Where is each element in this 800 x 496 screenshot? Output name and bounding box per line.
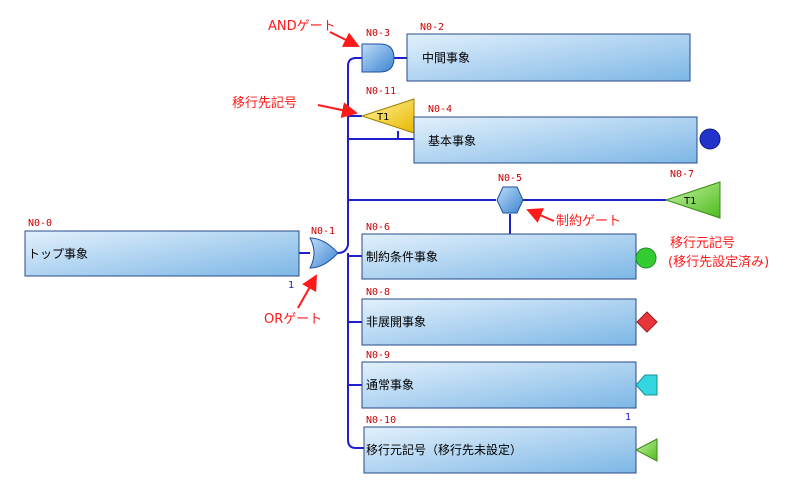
constraint-gate-icon[interactable] <box>496 186 524 214</box>
transfer-source[interactable]: N0-7 T1 <box>664 169 721 219</box>
transfer-unset-triangle-icon <box>634 438 658 462</box>
undeveloped-diamond-icon <box>636 311 658 333</box>
annotation-transfer-dest-arrow <box>317 102 358 118</box>
top-event-id: N0-0 <box>28 218 52 229</box>
normal-event-id: N0-9 <box>366 350 390 361</box>
or-gate-id: N0-1 <box>311 226 335 237</box>
or-gate[interactable]: N0-1 1 <box>288 226 339 291</box>
transfer-dest-label: T1 <box>376 112 389 123</box>
top-event-label: トップ事象 <box>28 247 88 261</box>
basic-event-id: N0-4 <box>428 104 452 115</box>
constraint-event[interactable]: N0-6 制約条件事象 <box>361 222 657 280</box>
transfer-unset-event[interactable]: N0-10 移行元記号（移行先未設定） <box>363 415 658 474</box>
transfer-unset-box[interactable] <box>363 426 637 474</box>
connector-lines <box>299 57 666 449</box>
transfer-dest-id: N0-11 <box>366 86 396 97</box>
transfer-source-icon[interactable] <box>664 181 721 219</box>
transfer-unset-label: 移行元記号（移行先未設定） <box>366 442 522 457</box>
annotation-or-gate-arrow <box>297 274 317 309</box>
annotation-transfer-dest: 移行先記号 <box>232 95 297 111</box>
constraint-gate-id: N0-5 <box>498 173 522 184</box>
annotation-and-gate-arrow <box>329 31 360 47</box>
undeveloped-event-box[interactable] <box>361 298 637 346</box>
undeveloped-event[interactable]: N0-8 非展開事象 <box>361 287 658 346</box>
transfer-unset-id: N0-10 <box>366 415 396 426</box>
top-event-count: 1 <box>288 280 294 291</box>
top-event-box[interactable] <box>24 230 300 277</box>
constraint-gate[interactable]: N0-5 <box>496 173 524 214</box>
constraint-event-label: 制約条件事象 <box>366 249 438 264</box>
annotation-transfer-source-2: (移行先設定済み) <box>668 254 769 270</box>
normal-event-house-icon <box>635 374 658 396</box>
basic-event-circle-icon <box>699 128 721 150</box>
annotation-transfer-source-1: 移行元記号 <box>670 235 735 251</box>
basic-event-label: 基本事象 <box>428 134 476 148</box>
normal-event-label: 通常事象 <box>366 378 414 392</box>
transfer-destination-icon[interactable] <box>360 98 415 134</box>
intermediate-event-label: 中間事象 <box>422 50 470 65</box>
and-gate-icon[interactable] <box>361 43 395 73</box>
and-gate-id: N0-3 <box>366 28 390 39</box>
or-gate-icon[interactable] <box>309 237 339 269</box>
basic-event[interactable]: N0-4 基本事象 <box>413 104 721 164</box>
intermediate-event-box[interactable] <box>406 33 691 82</box>
normal-event-box[interactable] <box>361 361 637 409</box>
constraint-event-id: N0-6 <box>366 222 390 233</box>
annotation-constraint-gate-arrow <box>526 208 555 223</box>
annotation-constraint-gate: 制約ゲート <box>556 214 621 229</box>
transfer-source-id: N0-7 <box>670 169 694 180</box>
constraint-event-circle-icon <box>635 247 657 269</box>
and-gate[interactable]: N0-3 <box>361 28 395 73</box>
top-event[interactable]: N0-0 トップ事象 <box>24 218 300 277</box>
transfer-destination[interactable]: N0-11 T1 <box>360 86 415 134</box>
annotation-and-gate: ANDゲート <box>268 19 336 34</box>
undeveloped-event-label: 非展開事象 <box>366 315 426 329</box>
normal-event-count: 1 <box>625 412 631 423</box>
normal-event[interactable]: N0-9 通常事象 1 <box>361 350 658 423</box>
annotations: ANDゲート 移行先記号 制約ゲート 移行元記号 (移行先設定済み) ORゲート <box>232 19 769 327</box>
undeveloped-event-id: N0-8 <box>366 287 390 298</box>
intermediate-event[interactable]: N0-2 中間事象 <box>406 22 691 82</box>
transfer-source-label: T1 <box>683 196 696 207</box>
basic-event-box[interactable] <box>413 116 698 164</box>
intermediate-event-id: N0-2 <box>420 22 444 33</box>
annotation-or-gate: ORゲート <box>264 312 322 327</box>
